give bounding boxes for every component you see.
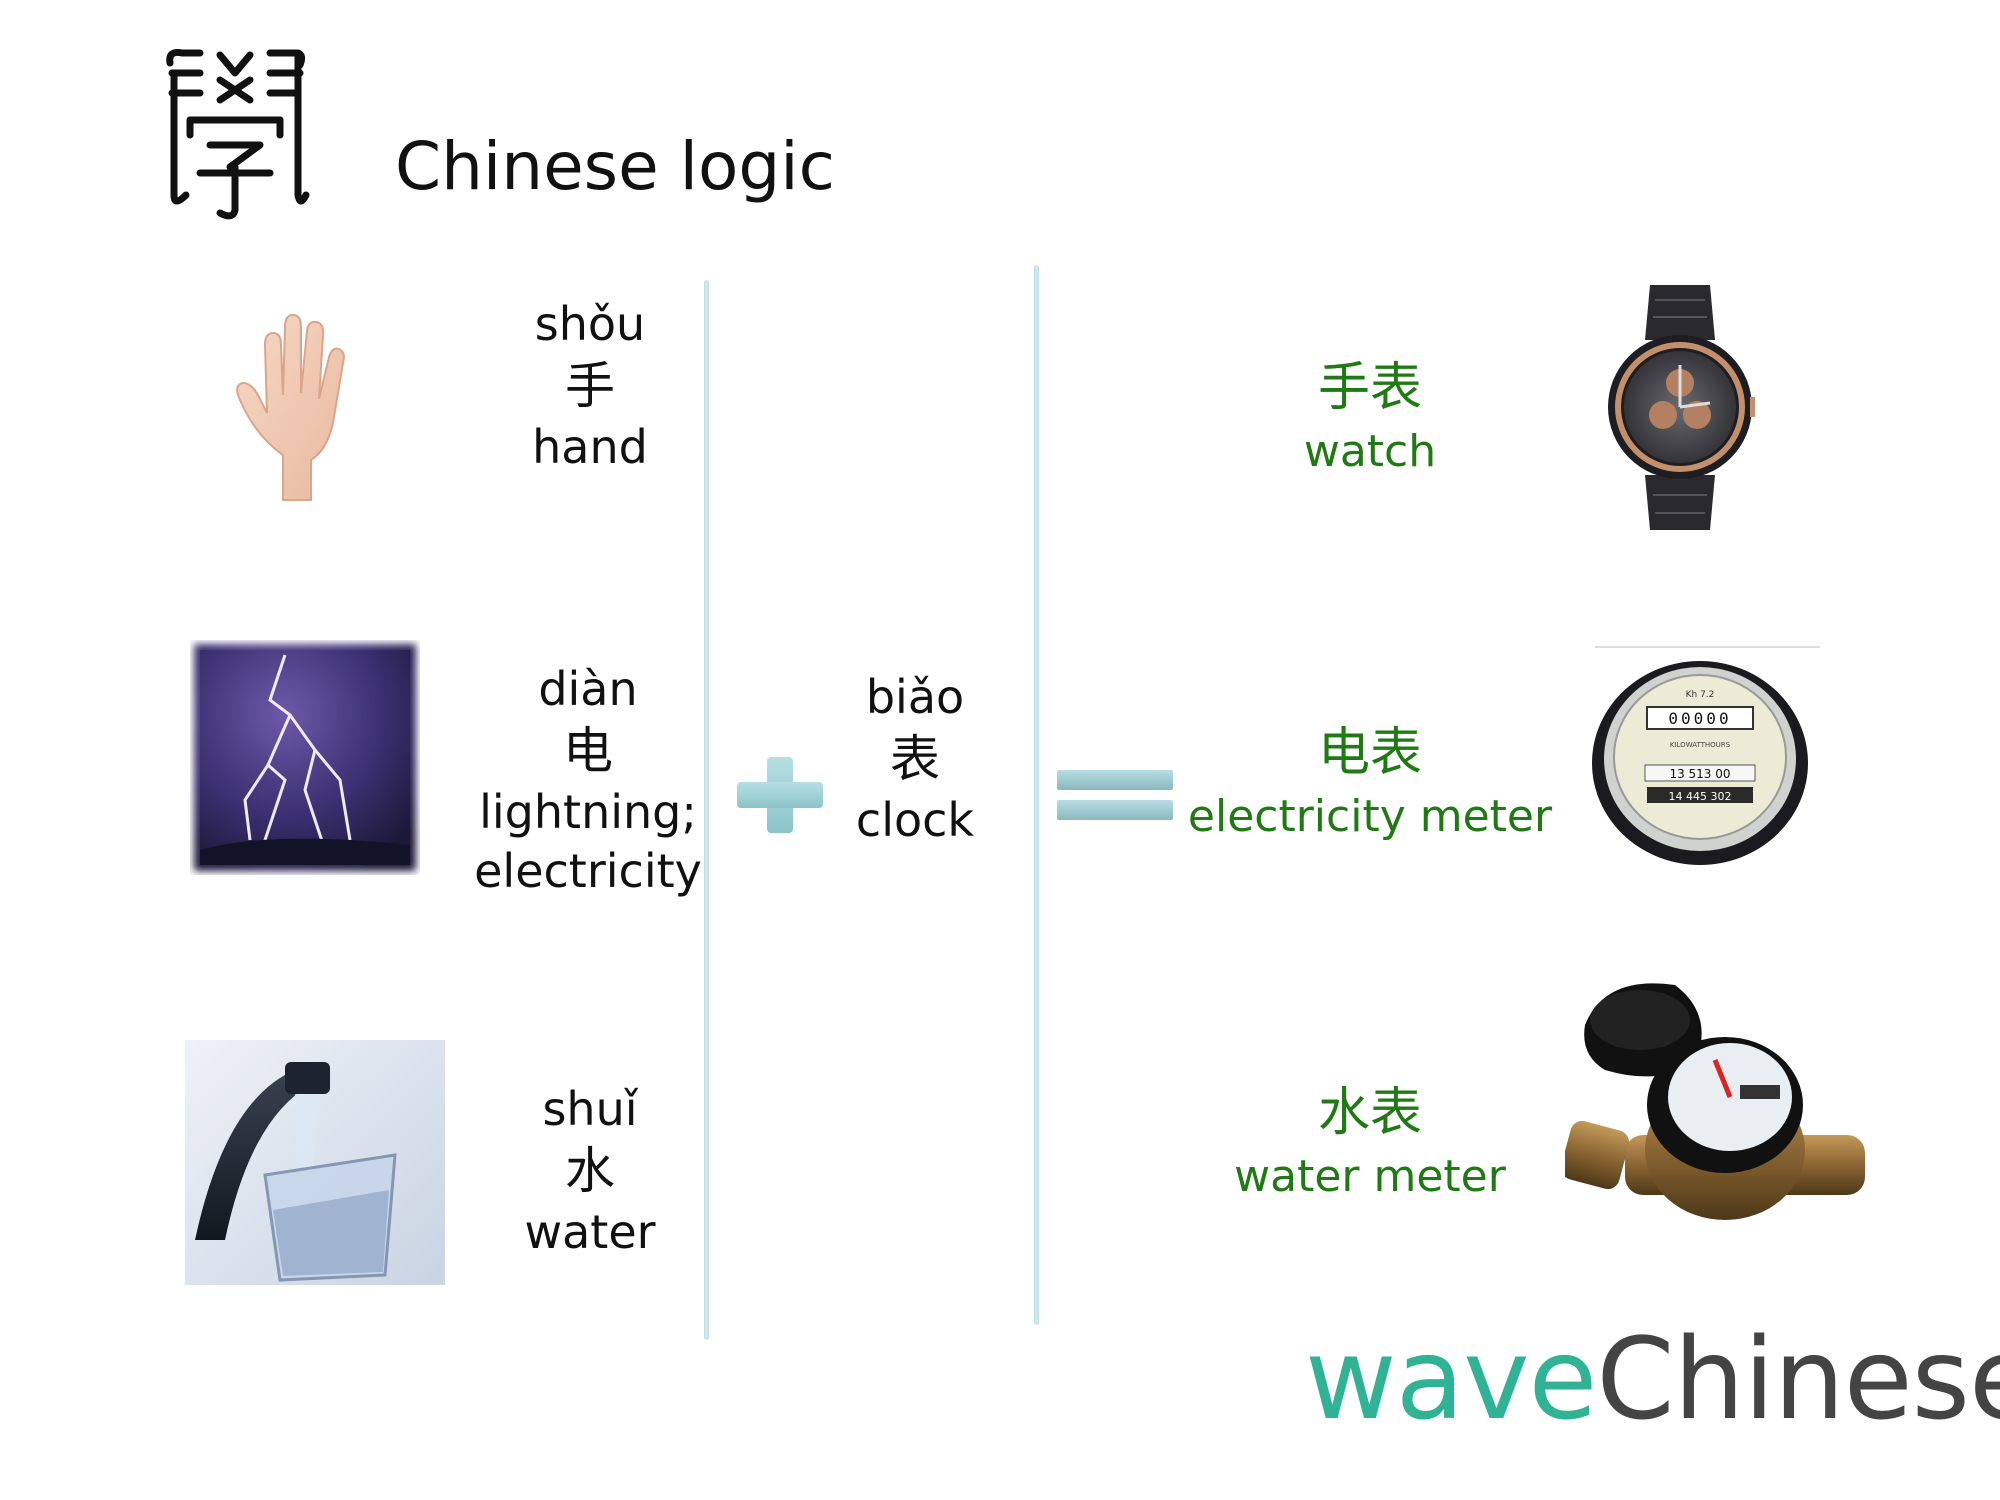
water-tap-image: [185, 1040, 445, 1285]
word-biao: biǎo 表 clock: [840, 668, 990, 850]
water-meter-image: [1565, 983, 1865, 1220]
equals-icon: [1057, 770, 1173, 820]
pinyin-dian: diàn: [538, 662, 638, 716]
meter-serial-b: 14 445 302: [1669, 790, 1732, 803]
result-water-meter: 水表 water meter: [1180, 1080, 1560, 1205]
divider-right: [1034, 265, 1039, 1325]
gloss-water: water: [524, 1204, 656, 1259]
page-title: Chinese logic: [395, 128, 835, 205]
logo-wave: wave: [1305, 1315, 1597, 1445]
gloss-clock: clock: [855, 792, 975, 847]
hanzi-shou: 手: [565, 356, 615, 415]
hanzi-shoubiao: 手表: [1317, 358, 1422, 418]
plus-icon: [737, 757, 823, 833]
hanzi-shuibiao: 水表: [1317, 1083, 1422, 1143]
lightning-image: [194, 644, 416, 871]
result-watch: 手表 watch: [1180, 355, 1560, 480]
watch-image: [1608, 285, 1755, 530]
hanzi-shui: 水: [565, 1141, 615, 1200]
meter-serial-a: 13 513 00: [1669, 767, 1730, 781]
meter-dial-readout: 00000: [1668, 709, 1731, 728]
seal-character-icon: [166, 49, 310, 220]
hanzi-dianbiao: 电表: [1317, 723, 1422, 783]
meter-kwh-label: KILOWATTHOURS: [1670, 741, 1731, 749]
electricity-meter-image: Kh 7.2 00000 KILOWATTHOURS 13 513 00 14 …: [1592, 646, 1820, 865]
meter-rev-text: Kh 7.2: [1686, 690, 1715, 700]
hanzi-dian: 电: [563, 721, 613, 780]
hand-image: [236, 313, 345, 501]
gloss-lightning: lightning;: [479, 784, 697, 839]
word-dian: diàn 电 lightning; electricity: [468, 660, 708, 901]
word-shui: shuǐ 水 water: [505, 1080, 675, 1262]
wavechinese-logo: waveChinese: [1305, 1315, 2000, 1445]
divider-left: [704, 280, 709, 1340]
gloss-hand: hand: [532, 419, 648, 474]
pinyin-shou: shǒu: [534, 297, 646, 351]
logo-chinese: Chinese: [1596, 1315, 2000, 1445]
gloss-watch: watch: [1303, 425, 1437, 477]
gloss-electricity: electricity: [474, 843, 702, 898]
pinyin-shui: shuǐ: [542, 1082, 638, 1136]
gloss-water-meter: water meter: [1234, 1150, 1506, 1202]
result-electricity-meter: 电表 electricity meter: [1180, 720, 1560, 845]
gloss-electricity-meter: electricity meter: [1187, 790, 1553, 842]
hanzi-biao: 表: [890, 729, 940, 788]
word-shou: shǒu 手 hand: [505, 295, 675, 477]
pinyin-biao: biǎo: [865, 670, 965, 724]
